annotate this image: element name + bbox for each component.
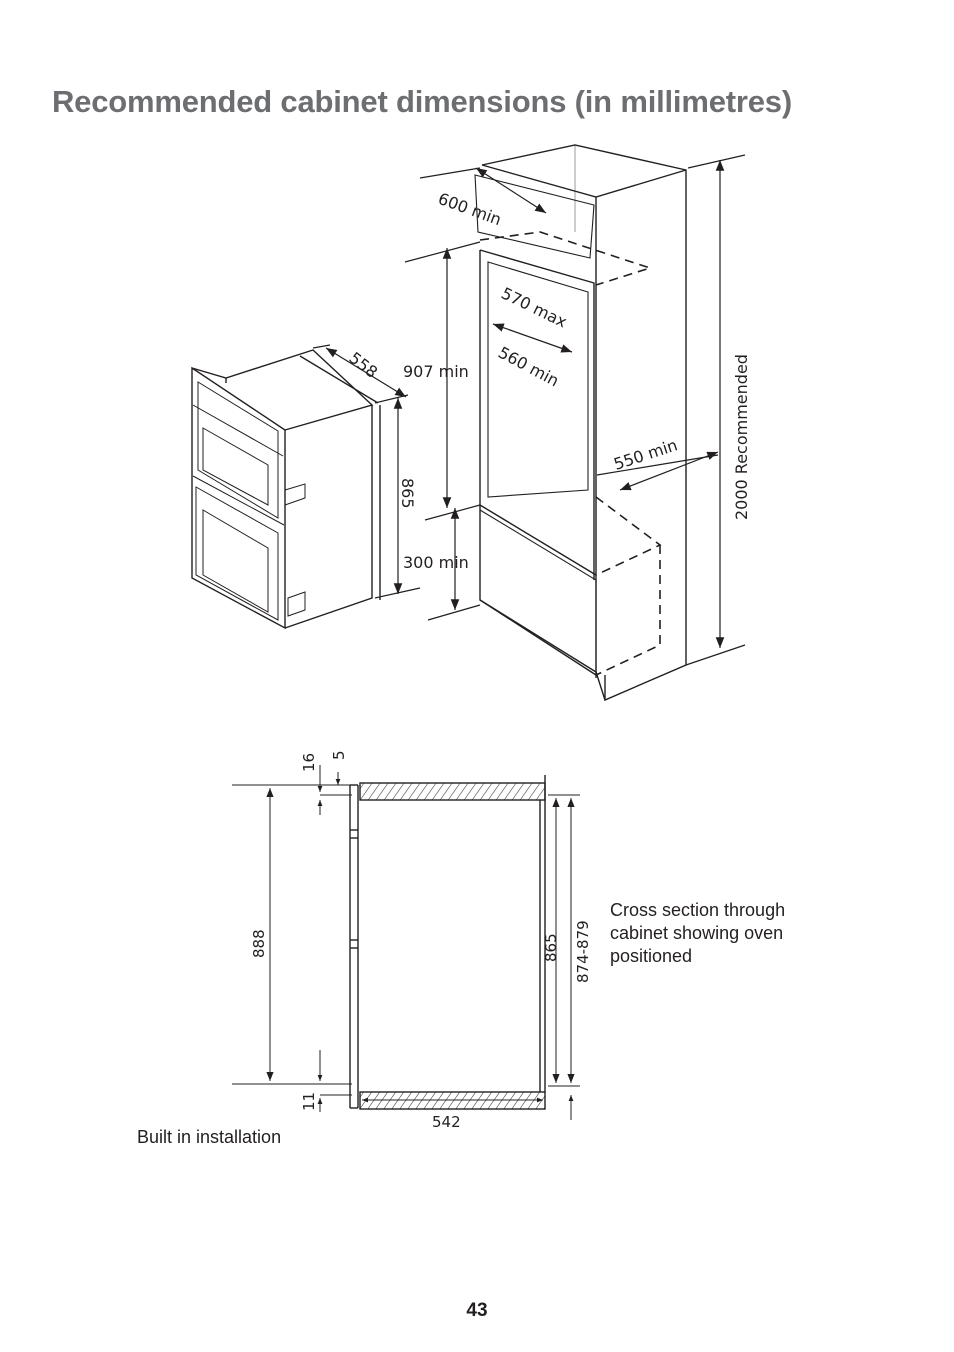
dimension-lines-3d: [404, 154, 746, 666]
dimension-lines-oven: [312, 344, 421, 599]
page-title: Recommended cabinet dimensions (in milli…: [52, 84, 792, 119]
cross-section-cabinet: [349, 775, 546, 1110]
dim-560-min: 560 min: [495, 343, 562, 391]
dim-16: 16: [300, 753, 318, 772]
caption-line: Cross section through: [610, 900, 786, 920]
caption-line: cabinet showing oven: [610, 923, 784, 943]
dashed-shelves: [479, 231, 662, 676]
dim-865-section: 865: [542, 933, 560, 962]
page-number: 43: [466, 1300, 488, 1321]
dim-550-min: 550 min: [611, 435, 679, 473]
dim-600-min: 600 min: [436, 189, 504, 229]
oven-appliance: [191, 349, 381, 630]
dim-300-min: 300 min: [403, 553, 469, 572]
dim-558: 558: [346, 348, 382, 382]
dim-11: 11: [300, 1092, 318, 1111]
caption-line: positioned: [610, 946, 693, 966]
dim-542: 542: [432, 1113, 461, 1131]
dimension-lines-section: [232, 765, 580, 1120]
tall-cabinet: [474, 144, 687, 702]
dim-2000-recommended: 2000 Recommended: [732, 354, 751, 520]
built-in-installation-label: Built in installation: [137, 1127, 282, 1147]
dim-865: 865: [398, 478, 417, 509]
cross-section-caption: Cross section through cabinet showing ov…: [610, 899, 785, 968]
dim-907-min: 907 min: [403, 362, 469, 381]
dim-888: 888: [250, 929, 268, 958]
dim-5: 5: [330, 750, 348, 760]
dim-874-879: 874-879: [574, 920, 592, 983]
dim-570-max: 570 max: [498, 284, 570, 332]
